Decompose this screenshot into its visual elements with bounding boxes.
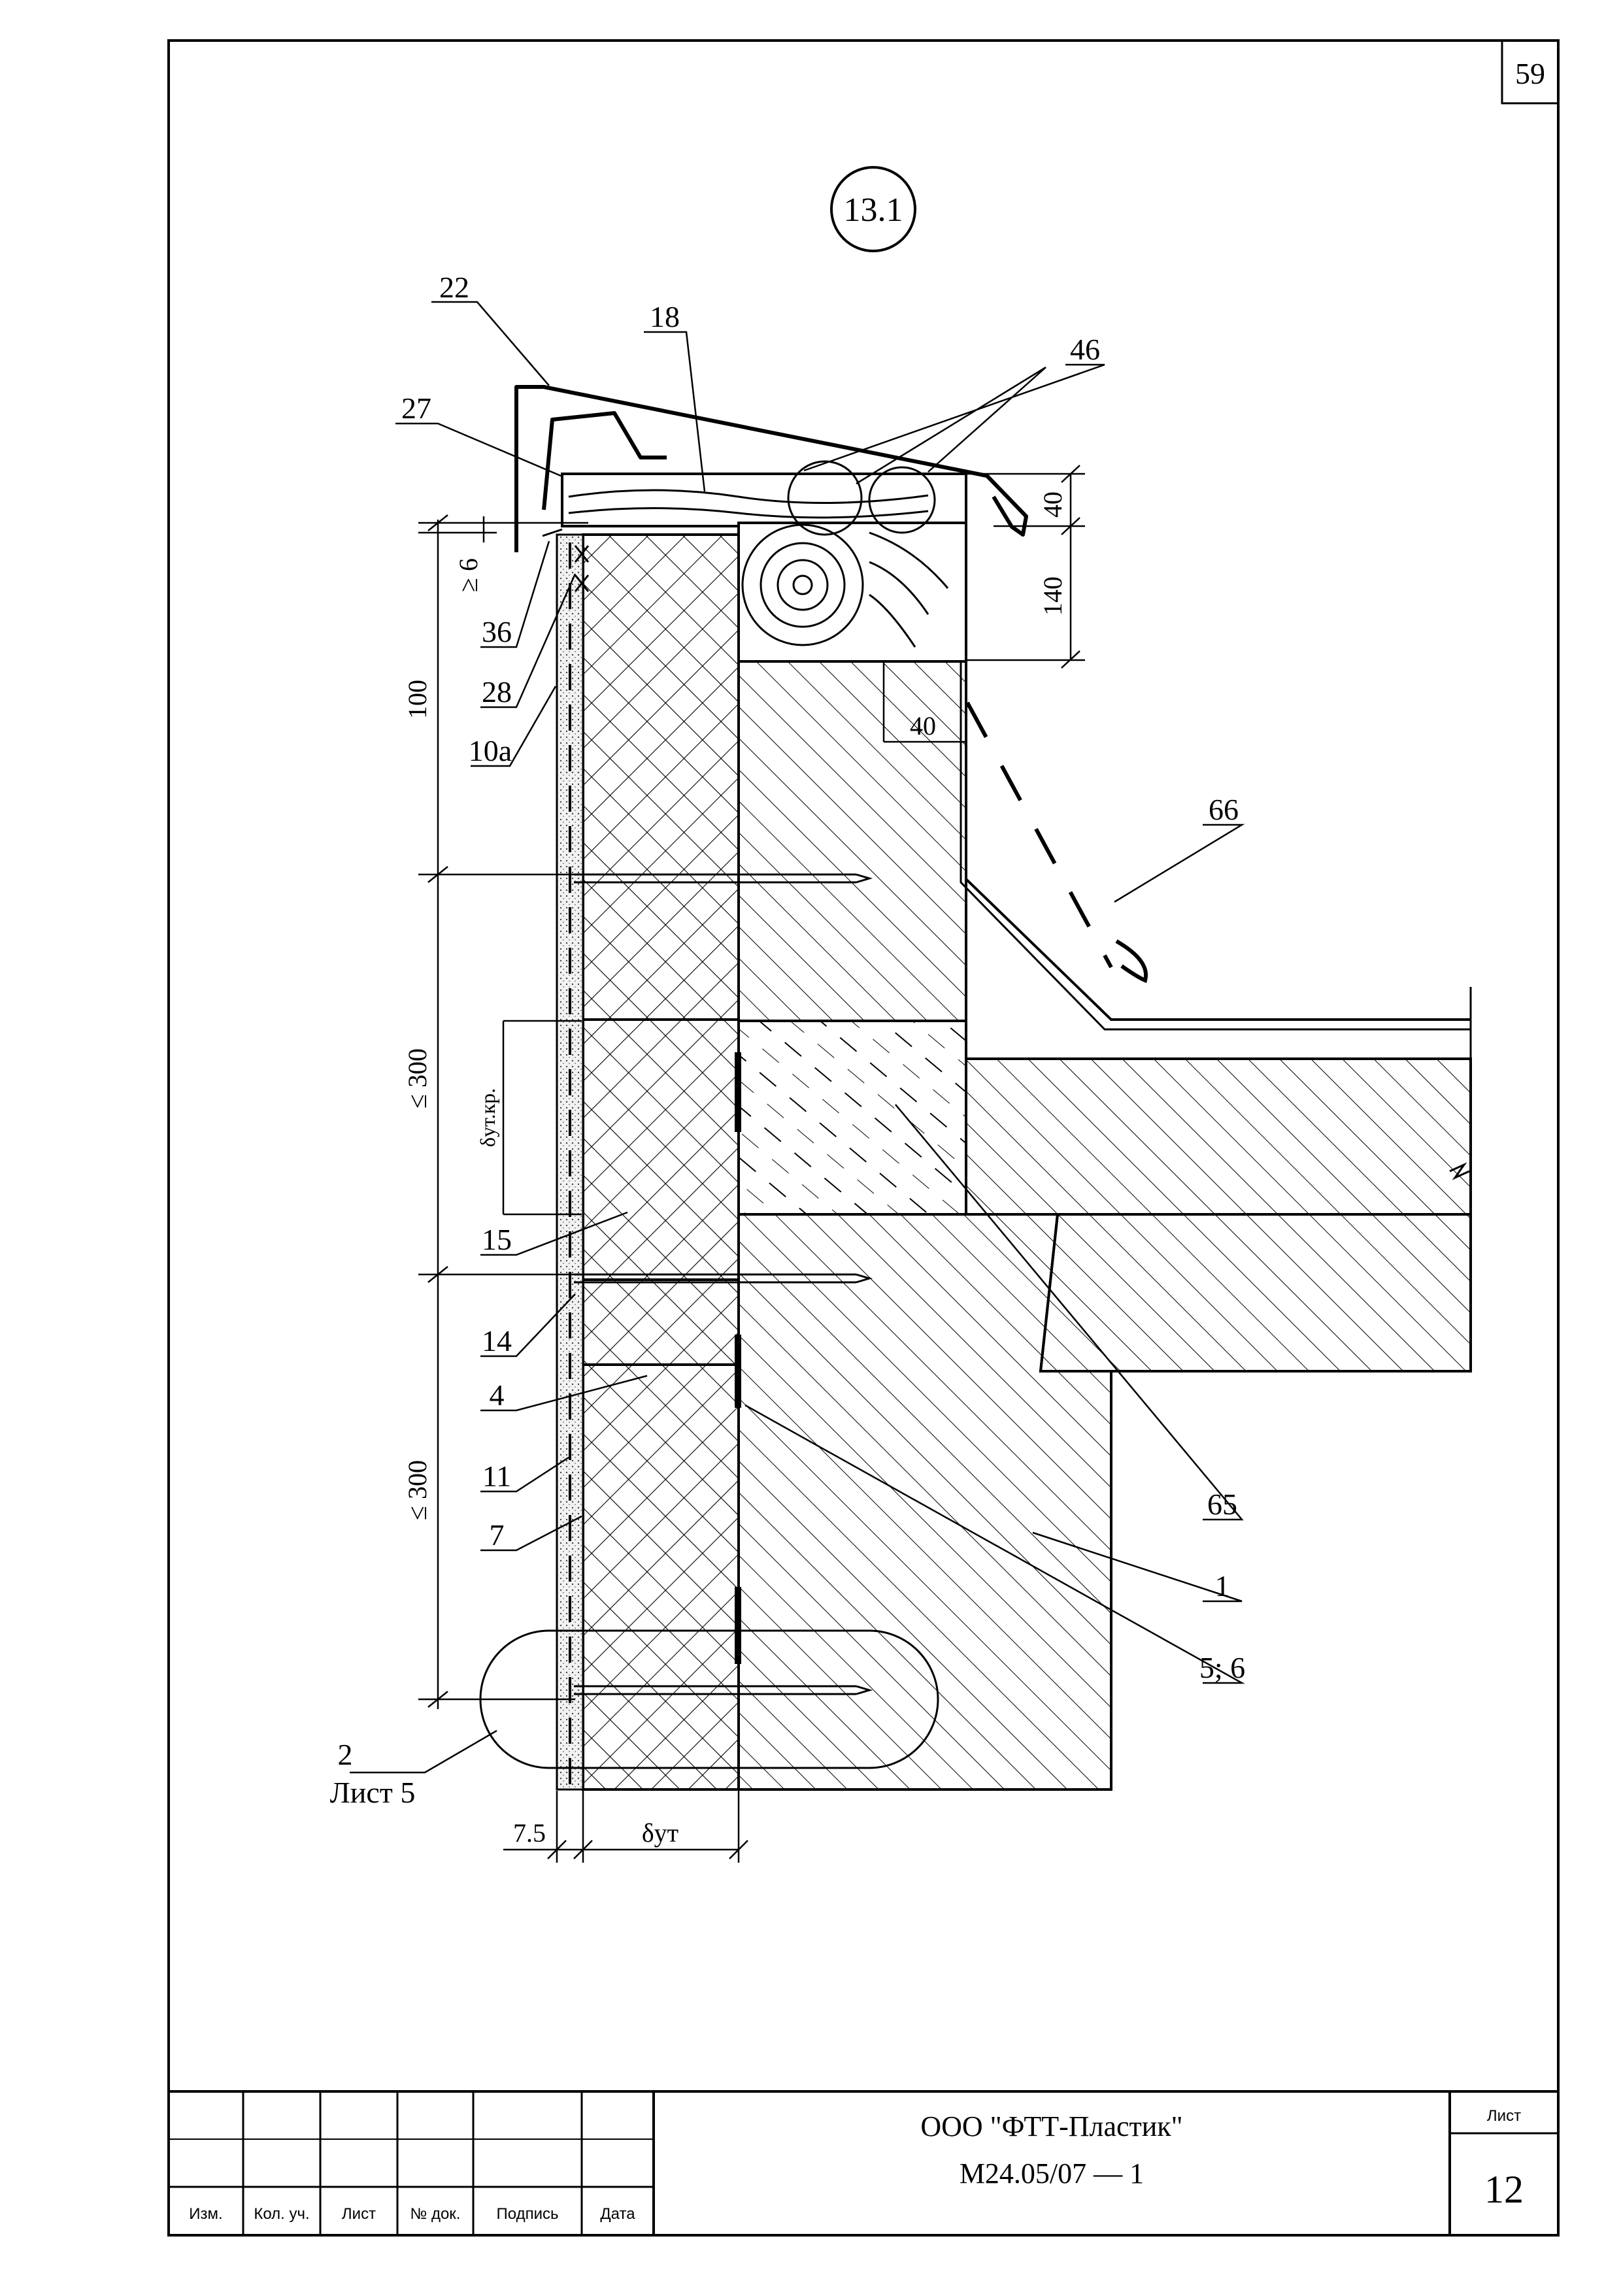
masonry-wall bbox=[737, 659, 1471, 1791]
dimension-lines bbox=[418, 465, 1085, 1863]
insulation-layer bbox=[582, 533, 740, 1791]
callout-14: 14 bbox=[482, 1324, 512, 1357]
dim-min-6: ≥ 6 bbox=[454, 558, 483, 592]
callout-1: 1 bbox=[1215, 1569, 1230, 1603]
callout-4: 4 bbox=[490, 1378, 505, 1412]
callout-65: 65 bbox=[1207, 1488, 1237, 1521]
wooden-crown-beam bbox=[561, 460, 967, 663]
callout-7: 7 bbox=[490, 1518, 505, 1552]
callout-15: 15 bbox=[482, 1223, 512, 1256]
callout-28: 28 bbox=[482, 675, 512, 708]
tb-col-sheet: Лист bbox=[342, 2205, 376, 2223]
callout-46: 46 bbox=[1070, 333, 1100, 366]
callout-27: 27 bbox=[401, 391, 431, 425]
dim-100: 100 bbox=[403, 680, 432, 719]
callout-leaders bbox=[350, 301, 1245, 1774]
detail-id: 13.1 bbox=[844, 191, 903, 229]
callout-36: 36 bbox=[482, 615, 512, 648]
dowels bbox=[574, 873, 873, 1695]
edge-seal bbox=[542, 528, 590, 592]
tb-organization: ООО "ФТТ-Пластик" bbox=[920, 2110, 1182, 2142]
detail-reference-outline bbox=[479, 1629, 939, 1769]
tb-col-signature: Подпись bbox=[497, 2205, 559, 2223]
dim-300-upper: ≤ 300 bbox=[403, 1048, 432, 1108]
roof-layers bbox=[960, 660, 1472, 1059]
callout-2-sheet: Лист 5 bbox=[330, 1776, 416, 1809]
dim-insulation-edge: δут.кр. bbox=[476, 1088, 499, 1147]
tb-document-code: М24.05/07 — 1 bbox=[960, 2157, 1144, 2189]
tb-sheet-number: 12 bbox=[1484, 2168, 1524, 2211]
dim-40-top: 40 bbox=[1038, 491, 1067, 518]
tb-col-change: Изм. bbox=[189, 2205, 222, 2223]
page-number: 59 bbox=[1515, 57, 1545, 90]
tb-col-count: Кол. уч. bbox=[254, 2205, 309, 2223]
callout-10a: 10а bbox=[469, 734, 512, 767]
tb-col-doc-no: № док. bbox=[410, 2205, 461, 2223]
dim-insulation: δут bbox=[642, 1818, 678, 1848]
rc-belt bbox=[737, 1020, 967, 1216]
title-block bbox=[167, 2090, 1560, 2237]
callout-22: 22 bbox=[439, 271, 469, 304]
adhesive-strips bbox=[735, 1052, 741, 1664]
callout-18: 18 bbox=[650, 300, 680, 333]
parapet-flashing bbox=[514, 385, 1028, 552]
dim-300-lower: ≤ 300 bbox=[403, 1460, 432, 1520]
dim-140: 140 bbox=[1038, 576, 1067, 616]
callout-66: 66 bbox=[1209, 793, 1239, 826]
callout-2: 2 bbox=[338, 1738, 353, 1771]
dim-7-5: 7.5 bbox=[513, 1818, 546, 1848]
tb-sheet-label: Лист bbox=[1487, 2107, 1521, 2125]
callout-5-6: 5; 6 bbox=[1199, 1651, 1245, 1684]
tb-col-date: Дата bbox=[600, 2205, 635, 2223]
detail-id-circle bbox=[830, 166, 916, 252]
page-number-box bbox=[1501, 39, 1560, 105]
dim-40-bottom: 40 bbox=[910, 711, 936, 740]
callout-11: 11 bbox=[482, 1459, 511, 1493]
